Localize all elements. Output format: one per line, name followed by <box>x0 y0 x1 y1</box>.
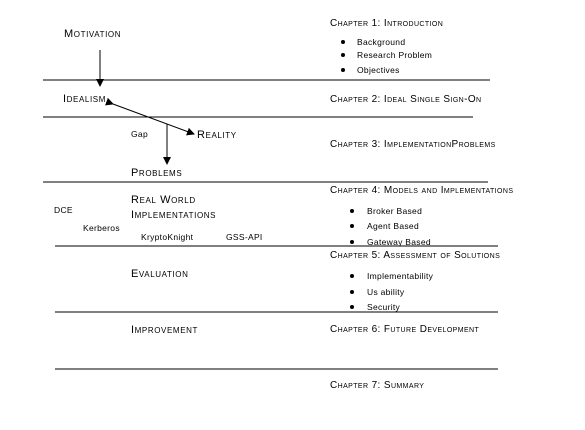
gap-label: Gap <box>131 129 148 139</box>
chapter-4-title: Chapter 4: Models and Implementations <box>330 185 514 196</box>
real-world-label-line1: Real World <box>131 194 196 206</box>
chapter-1-bullet-2: Research Problem <box>357 50 433 60</box>
chapter-5-bullet-3: Security <box>367 302 401 312</box>
bullet-icon <box>341 68 345 72</box>
reality-label: Reality <box>197 129 237 141</box>
bullet-icon <box>350 274 354 278</box>
bullet-icon <box>350 224 354 228</box>
chapter-4-bullet-1: Broker Based <box>367 206 423 216</box>
chapter-1-bullet-3: Objectives <box>357 65 400 75</box>
gap-arrow <box>105 97 195 136</box>
problems-label: Problems <box>131 167 183 179</box>
chapter-5-title: Chapter 5: Assessment of Solutions <box>330 250 501 261</box>
kryptoknight-label: KryptoKnight <box>141 232 194 242</box>
chapter-5-bullet-1: Implementability <box>367 271 434 281</box>
bullet-icon <box>350 305 354 309</box>
chapter-1-bullet-1: Background <box>357 37 406 47</box>
chapter-1-title: Chapter 1: Introduction <box>330 18 444 29</box>
improvement-label: Improvement <box>131 324 198 336</box>
motivation-label: Motivation <box>64 28 122 40</box>
chapter-2-title: Chapter 2: Ideal Single Sign-On <box>330 94 482 105</box>
chapter-3-title: Chapter 3: ImplementationProblems <box>330 139 496 150</box>
kerberos-label: Kerberos <box>83 223 120 233</box>
bullet-icon <box>341 53 345 57</box>
chapter-5-bullet-2: Us ability <box>367 287 405 297</box>
dce-label: DCE <box>54 205 73 215</box>
chapter-4-bullet-3: Gateway Based <box>367 237 431 247</box>
bullet-icon <box>350 209 354 213</box>
bullet-icon <box>350 240 354 244</box>
chapter-6-title: Chapter 6: Future Development <box>330 324 480 335</box>
idealism-label: Idealism <box>63 93 106 105</box>
chapter-4-bullet-2: Agent Based <box>367 221 419 231</box>
real-world-label-line2: Implementations <box>131 209 217 221</box>
bullet-icon <box>350 290 354 294</box>
gssapi-label: GSS-API <box>226 232 263 242</box>
chapter-7-title: Chapter 7: Summary <box>330 380 425 391</box>
evaluation-label: Evaluation <box>131 268 189 280</box>
bullet-icon <box>341 40 345 44</box>
